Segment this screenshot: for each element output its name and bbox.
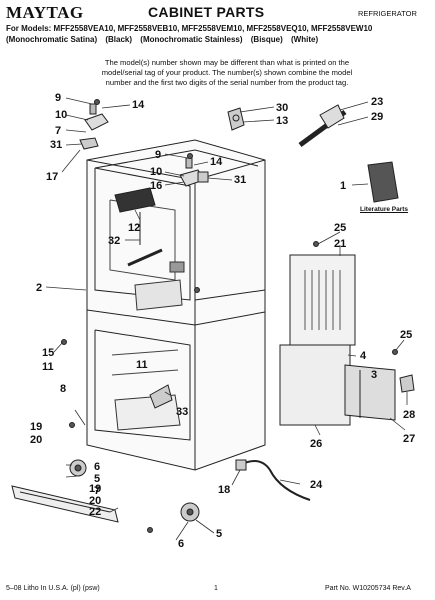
callout-5-lower: 5	[216, 528, 222, 540]
top-hinge-right	[179, 157, 209, 187]
callout-29: 29	[371, 111, 383, 123]
part-33	[149, 384, 173, 409]
callout-10-right: 10	[150, 166, 162, 178]
callout-19-lower: 19	[89, 483, 101, 495]
callout-17: 17	[46, 171, 58, 183]
callout-9: 9	[55, 92, 61, 104]
callout-25: 25	[334, 222, 346, 234]
leader-lines	[45, 97, 408, 541]
toe-grille-22	[11, 485, 119, 523]
top-hinge-left	[79, 103, 109, 150]
callout-26: 26	[310, 438, 322, 450]
callout-24: 24	[310, 479, 323, 491]
cabinet-body	[86, 139, 266, 471]
callout-3: 3	[371, 369, 377, 381]
roller-right	[180, 502, 200, 522]
callout-27: 27	[403, 433, 415, 445]
callout-12: 12	[128, 222, 140, 234]
variant-bisque: (Bisque)	[250, 35, 283, 44]
variant-black: (Black)	[105, 35, 133, 44]
callout-11-center: 11	[136, 359, 148, 371]
screws	[61, 99, 398, 533]
callout-4: 4	[360, 350, 367, 362]
bracket-12	[114, 187, 156, 245]
literature-label: Literature Parts	[360, 206, 409, 213]
callout-9-right: 9	[155, 149, 161, 161]
callout-23: 23	[371, 96, 383, 108]
water-line-18-24	[235, 459, 311, 501]
variant-white: (White)	[291, 35, 319, 44]
callout-31-right: 31	[234, 174, 246, 186]
callout-33: 33	[176, 406, 188, 418]
callout-10: 10	[55, 109, 67, 121]
callout-13: 13	[276, 115, 288, 127]
callout-5: 5	[94, 473, 100, 485]
color-variants: (Monochromatic Satina) (Black) (Monochro…	[6, 35, 324, 44]
callout-32: 32	[108, 235, 120, 247]
brand-logo: MAYTAG	[6, 3, 84, 22]
footer-page: 1	[214, 585, 218, 592]
lower-panel-26	[279, 344, 351, 426]
clip-28	[399, 374, 415, 393]
callout-19: 19	[30, 421, 42, 433]
callout-18: 18	[218, 484, 230, 496]
callout-25-lower: 25	[400, 329, 412, 341]
callout-7-lower: 7	[94, 485, 100, 497]
footer-litho: 5–08 Litho In U.S.A. (pl) (psw)	[6, 585, 100, 592]
model-note: The model(s) number shown may be differe…	[101, 58, 353, 87]
callout-21: 21	[334, 238, 346, 250]
callout-2: 2	[36, 282, 42, 294]
callout-30: 30	[276, 102, 288, 114]
tube-23-29	[298, 104, 347, 148]
callout-20: 20	[30, 434, 42, 446]
roller-left	[69, 459, 87, 477]
page-title: CABINET PARTS	[148, 4, 265, 20]
variant-stainless: (Monochromatic Stainless)	[140, 35, 243, 44]
callout-31: 31	[50, 139, 62, 151]
callout-8: 8	[60, 383, 66, 395]
callout-14: 14	[132, 99, 145, 111]
access-panel-27	[344, 364, 396, 421]
rear-panel-21	[289, 254, 356, 346]
callout-20-lower: 20	[89, 495, 101, 507]
callout-6-lower: 6	[178, 538, 184, 550]
callout-15: 15	[42, 347, 54, 359]
callout-14-right: 14	[210, 156, 223, 168]
variant-satina: (Monochromatic Satina)	[6, 35, 98, 44]
literature-book	[367, 161, 399, 203]
callout-1: 1	[340, 180, 346, 192]
callout-7: 7	[55, 125, 61, 137]
appliance-type: REFRIGERATOR	[358, 9, 417, 18]
callout-11: 11	[42, 361, 54, 373]
models-line: For Models: MFF2558VEA10, MFF2558VEB10, …	[6, 24, 373, 33]
callout-6: 6	[94, 461, 100, 473]
callouts: 9 14 10 7 31 17 30 13 23 29 9 14 10 16 3…	[30, 92, 415, 550]
callout-28: 28	[403, 409, 415, 421]
callout-16: 16	[150, 180, 162, 192]
callout-22: 22	[89, 506, 101, 518]
footer-part-number: Part No. W10205734 Rev.A	[325, 585, 411, 592]
part-30-13	[227, 107, 245, 131]
